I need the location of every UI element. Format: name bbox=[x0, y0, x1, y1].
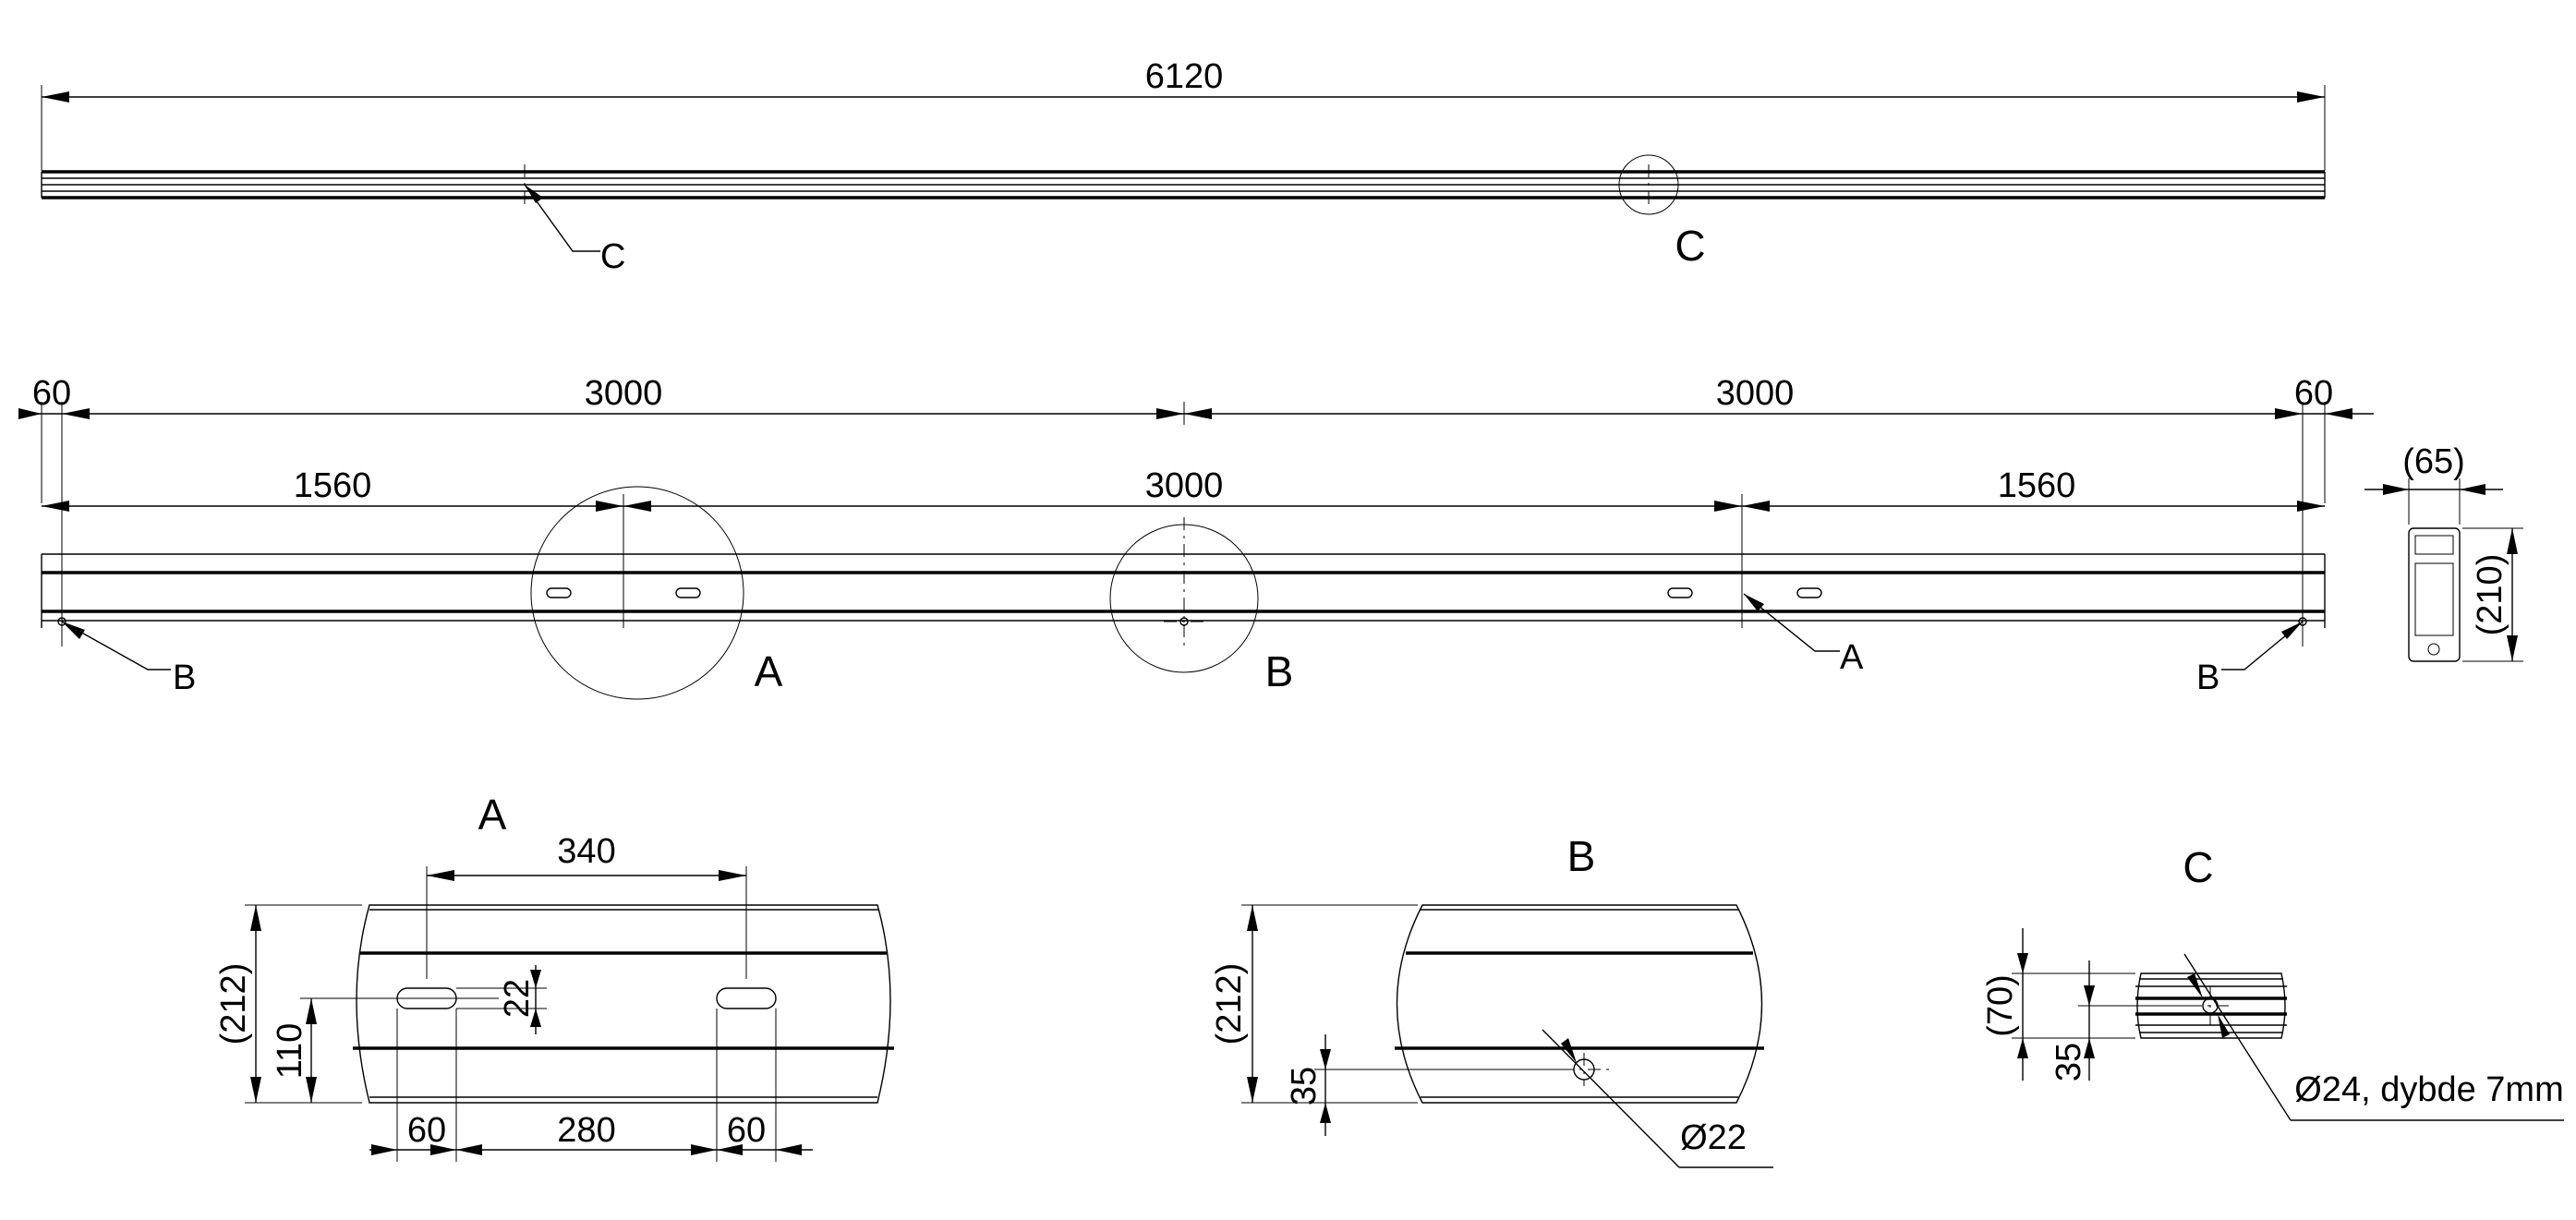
arrow-head bbox=[42, 91, 69, 103]
detail-circle-c-label: C bbox=[1675, 222, 1705, 270]
offset-right-label: 1560 bbox=[1998, 466, 2076, 505]
leader-c: C bbox=[503, 164, 625, 276]
detail-c: C (70) 35 Ø24, dybde 7mm bbox=[1981, 843, 2564, 1121]
hole bbox=[57, 617, 67, 626]
edge-right-label: 60 bbox=[2294, 374, 2333, 413]
detail-c-height-label: (70) bbox=[1981, 974, 2020, 1037]
detail-c-title: C bbox=[2183, 843, 2213, 891]
slot-width-label: 22 bbox=[498, 979, 537, 1018]
detail-c-hole-position-label: 35 bbox=[2050, 1043, 2088, 1081]
profile-body bbox=[41, 517, 2326, 646]
slot bbox=[716, 987, 777, 1009]
arrow-head bbox=[2297, 91, 2325, 103]
detail-circle-b-label: B bbox=[1265, 647, 1294, 695]
overall-length-label: 6120 bbox=[1145, 57, 1224, 96]
leader-b-left-label: B bbox=[173, 658, 196, 697]
slot bbox=[675, 587, 701, 598]
slot-height-position-label: 110 bbox=[271, 1023, 309, 1080]
leader-b-right: B bbox=[2196, 621, 2304, 697]
section-height-label: (210) bbox=[2471, 554, 2509, 636]
detail-b-height-label: (212) bbox=[1210, 963, 1249, 1045]
leader-a-label: A bbox=[1840, 638, 1864, 677]
leader-a: A bbox=[1743, 593, 1864, 677]
slot bbox=[1796, 587, 1822, 598]
section-view: (65) (210) bbox=[2364, 442, 2523, 662]
detail-b-title: B bbox=[1567, 832, 1596, 880]
leader-b-left: B bbox=[61, 621, 196, 697]
offset-left-label: 1560 bbox=[294, 466, 372, 505]
detail-b-hole-diameter-label: Ø22 bbox=[1680, 1118, 1747, 1157]
top-view: 6120 C C bbox=[41, 57, 2326, 276]
front-view: 60 3000 3000 60 1560 3000 1560 bbox=[18, 374, 2374, 700]
slot bbox=[546, 587, 572, 598]
detail-circle-b: B bbox=[1109, 524, 1294, 695]
detail-a: A 340 (212) 110 22 bbox=[214, 791, 894, 1162]
detail-a-edge-left-label: 60 bbox=[407, 1111, 446, 1150]
detail-circle-a-label: A bbox=[755, 647, 783, 695]
detail-circle-c: C bbox=[1618, 154, 1706, 270]
detail-b-hole-position-label: 35 bbox=[1285, 1067, 1324, 1105]
detail-a-title: A bbox=[478, 791, 507, 839]
hole bbox=[2298, 617, 2307, 626]
section-width-label: (65) bbox=[2402, 442, 2465, 481]
span-right-label: 3000 bbox=[1716, 374, 1795, 413]
center-span-label: 3000 bbox=[1145, 466, 1224, 505]
leader-b-right-label: B bbox=[2196, 658, 2219, 697]
slot bbox=[1667, 587, 1693, 598]
detail-a-middle-label: 280 bbox=[557, 1111, 615, 1150]
leader-c-label: C bbox=[600, 237, 625, 276]
edge-left-label: 60 bbox=[32, 374, 71, 413]
section-outline bbox=[2408, 527, 2461, 662]
span-left-label: 3000 bbox=[585, 374, 663, 413]
slot-spacing-label: 340 bbox=[557, 832, 615, 871]
detail-b: B (212) 35 Ø22 bbox=[1210, 832, 1773, 1168]
detail-a-edge-right-label: 60 bbox=[727, 1111, 766, 1150]
detail-circle-a: A bbox=[530, 486, 783, 700]
detail-a-height-label: (212) bbox=[214, 963, 253, 1045]
profile-strip bbox=[41, 170, 2326, 199]
detail-c-hole-note-label: Ø24, dybde 7mm bbox=[2294, 1070, 2563, 1109]
